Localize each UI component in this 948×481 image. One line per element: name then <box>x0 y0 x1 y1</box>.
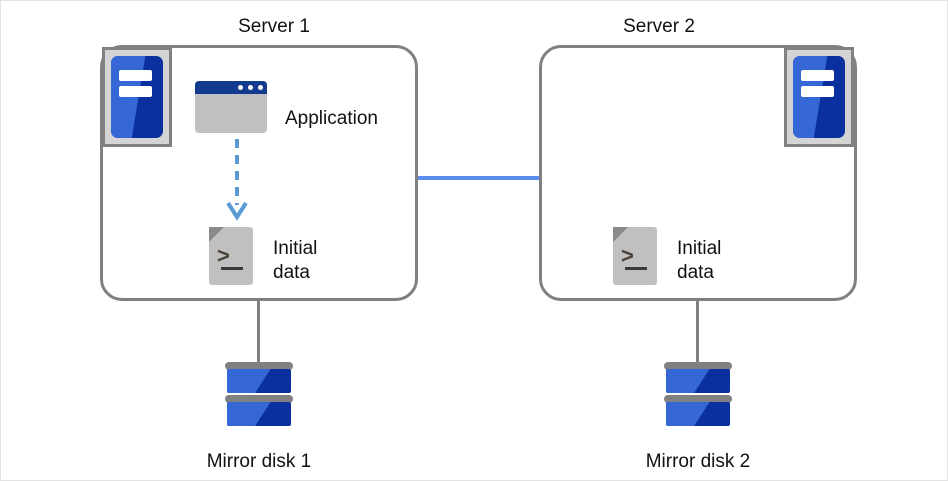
file-cursor-glyph <box>221 267 243 270</box>
mirror-disk-2-label: Mirror disk 2 <box>645 451 751 472</box>
server2-server-rack-icon <box>784 47 854 147</box>
file-corner-fold <box>613 227 628 242</box>
disk-platter-bottom <box>664 395 732 403</box>
file-cursor-glyph <box>625 267 647 270</box>
server2-disk2-link <box>696 301 699 363</box>
mirror-disk-2-icon <box>664 362 732 430</box>
application-writes-data-arrow <box>226 139 248 221</box>
disk-slab-top <box>666 369 730 393</box>
server1-data-label-line2: data <box>273 262 310 283</box>
server2-title: Server 2 <box>623 16 695 37</box>
file-prompt-glyph: > <box>217 243 230 268</box>
server2-data-label-line1: Initial <box>677 238 722 259</box>
server-rack-bar-bottom <box>119 86 152 97</box>
application-label: Application <box>285 108 378 129</box>
server1-data-label-line1: Initial <box>273 238 318 259</box>
server1-disk1-link <box>257 301 260 363</box>
disk-platter-top <box>225 362 293 370</box>
server1-title: Server 1 <box>238 16 310 37</box>
server2-data-label-line2: data <box>677 262 714 283</box>
disk-slab-bottom <box>227 402 291 426</box>
server1-application-window-icon <box>195 81 267 133</box>
server-rack-bar-top <box>801 69 834 81</box>
disk-slab-bottom <box>666 402 730 426</box>
window-dot-3 <box>258 85 263 90</box>
mirror-disk-1-icon <box>225 362 293 430</box>
mirror-disk-1-label: Mirror disk 1 <box>206 451 312 472</box>
server1-script-file-icon: > <box>209 227 253 285</box>
server1-enclosure <box>100 45 418 301</box>
disk-slab-top <box>227 369 291 393</box>
window-dot-1 <box>238 85 243 90</box>
server-rack-bar-top <box>119 69 152 81</box>
file-prompt-glyph: > <box>621 243 634 268</box>
server-rack-bar-bottom <box>801 86 834 97</box>
server-rack-body <box>111 56 163 138</box>
arrow-head <box>226 201 248 221</box>
disk-platter-bottom <box>225 395 293 403</box>
server2-script-file-icon: > <box>613 227 657 285</box>
server-rack-body <box>793 56 845 138</box>
disk-platter-top <box>664 362 732 370</box>
application-window-titlebar <box>195 81 267 94</box>
server-interconnect-link <box>418 176 539 180</box>
server1-server-rack-icon <box>102 47 172 147</box>
file-corner-fold <box>209 227 224 242</box>
window-dot-2 <box>248 85 253 90</box>
server2-enclosure <box>539 45 857 301</box>
